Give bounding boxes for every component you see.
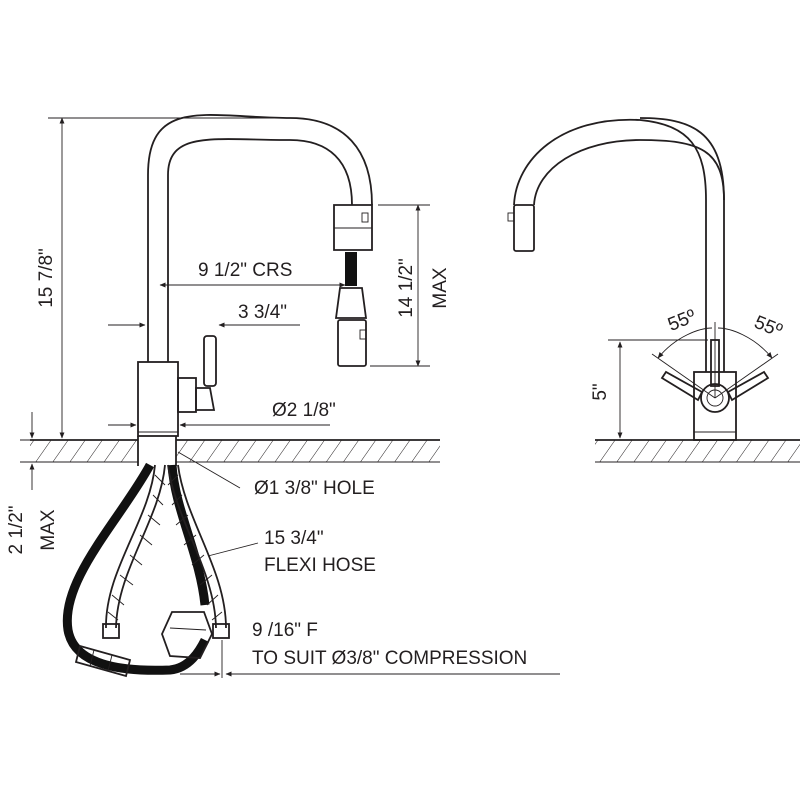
angle-right-label: 55º (751, 312, 785, 342)
side-view: 15 7/8" 9 1/2" CRS 3 3/4" 14 1/2" MAX Ø2… (6, 114, 560, 678)
spout-reach-label: 9 1/2" CRS (198, 260, 292, 281)
deck-thickness-label: 2 1/2" (6, 505, 27, 554)
pullout-max-label: 14 1/2" (396, 258, 417, 318)
connection-note-label: TO SUIT Ø3/8" COMPRESSION (252, 648, 527, 669)
hose-length-label: 15 3/4" (264, 528, 324, 549)
countertop (30, 436, 440, 466)
side-view-labels: 15 7/8" 9 1/2" CRS 3 3/4" 14 1/2" MAX Ø2… (6, 248, 527, 669)
under-counter-hoses (62, 462, 230, 678)
hole-size-label: Ø1 3/8" HOLE (254, 478, 375, 499)
handle-view-dimensions (608, 322, 779, 439)
hose-type-label: FLEXI HOSE (264, 555, 376, 576)
pullout-max-unit: MAX (430, 267, 451, 309)
handle-view-faucet (507, 117, 770, 441)
connection-size-label: 9 /16" F (252, 620, 318, 641)
base-diameter-label: Ø2 1/8" (272, 400, 336, 421)
deck-max-label: MAX (38, 509, 59, 551)
handle-offset-label: 3 3/4" (238, 302, 287, 323)
handle-view-countertop (595, 439, 800, 463)
handle-view: 55º 55º 5" (507, 117, 800, 463)
overall-height-label: 15 7/8" (36, 248, 57, 308)
handle-height-label: 5" (590, 383, 611, 400)
side-view-dimensions (20, 117, 560, 678)
